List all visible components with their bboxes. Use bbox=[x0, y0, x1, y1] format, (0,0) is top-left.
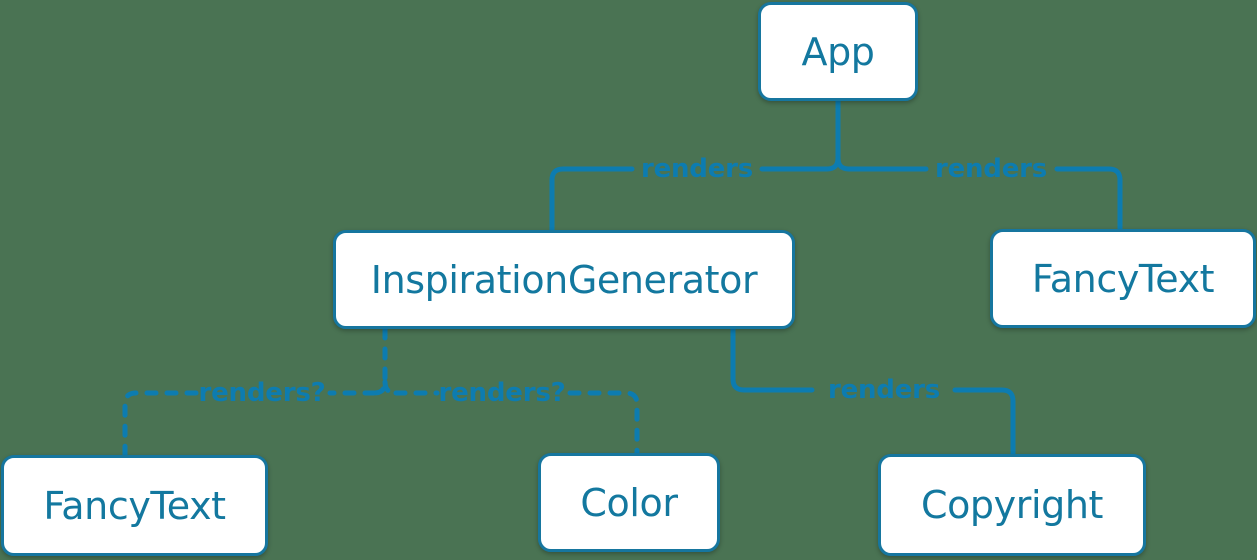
edge-label-inspiration-generator-to-fancytext-bottom: renders? bbox=[198, 378, 326, 408]
node-fancytext-top-label: FancyText bbox=[1031, 256, 1215, 301]
node-inspiration-generator-label: InspirationGenerator bbox=[370, 257, 758, 302]
node-inspiration-generator[interactable]: InspirationGenerator bbox=[333, 230, 795, 329]
edge-app-to-inspiration-generator bbox=[549, 166, 830, 233]
node-fancytext-top[interactable]: FancyText bbox=[990, 229, 1256, 328]
edge-inspiration-generator-to-fancytext-bottom bbox=[122, 390, 377, 458]
edge-label-app-to-fancytext-top: renders bbox=[934, 154, 1048, 184]
edge-label-app-to-inspiration-generator: renders bbox=[640, 154, 754, 184]
node-app[interactable]: App bbox=[758, 2, 918, 101]
node-color[interactable]: Color bbox=[538, 453, 720, 552]
edge-label-inspiration-generator-to-color: renders? bbox=[438, 378, 566, 408]
node-copyright[interactable]: Copyright bbox=[878, 454, 1146, 556]
edge-app-to-fancytext-top bbox=[846, 166, 1123, 232]
edge-inspiration-generator-to-color bbox=[393, 390, 640, 456]
node-color-label: Color bbox=[580, 480, 678, 525]
node-fancytext-bottom-label: FancyText bbox=[43, 483, 226, 528]
node-copyright-label: Copyright bbox=[920, 483, 1104, 527]
node-fancytext-bottom[interactable]: FancyText bbox=[1, 455, 268, 556]
node-app-label: App bbox=[801, 29, 875, 74]
edge-label-inspiration-generator-to-copyright: renders bbox=[827, 375, 941, 405]
edge-inspiration-generator-to-copyright bbox=[730, 326, 1016, 457]
edge-inspiration-generator-dashed-stem-right bbox=[382, 379, 399, 396]
